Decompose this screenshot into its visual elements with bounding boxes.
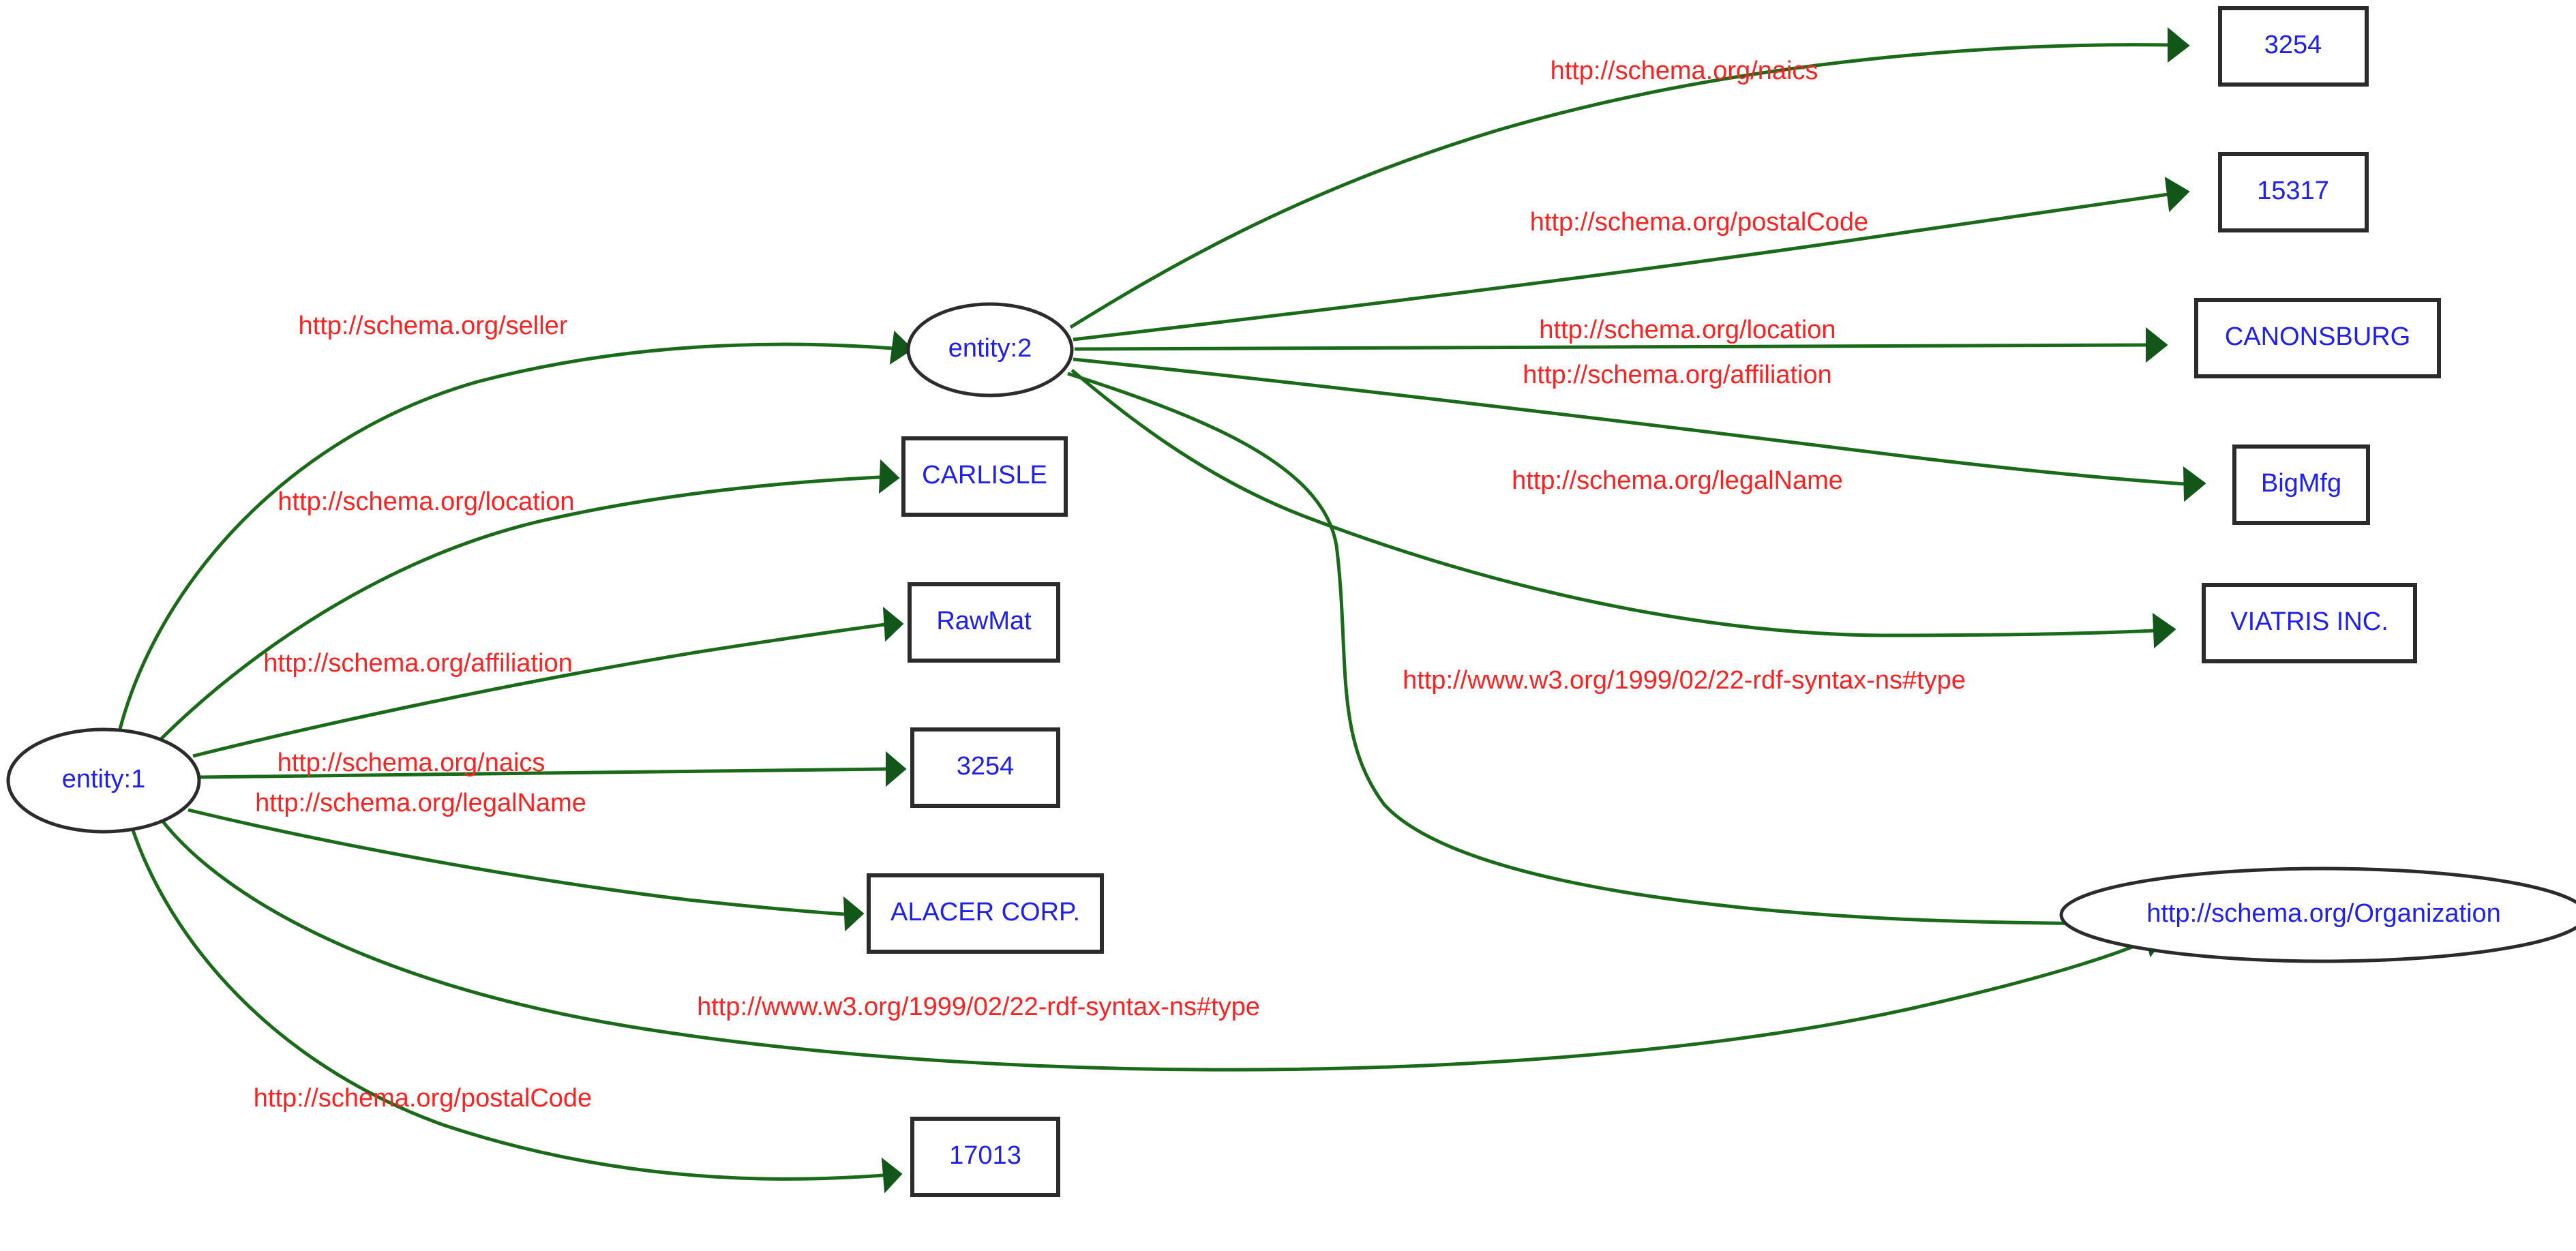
edge-label-legalname-entity1-alacer: http://schema.org/legalName <box>255 789 586 817</box>
edge-legalname-entity2-viatris[interactable] <box>1070 369 2176 649</box>
node-naics-3254-right-label: 3254 <box>2264 31 2322 59</box>
edge-rdftype-entity2-organization[interactable] <box>1067 372 2175 941</box>
node-layer: entity:1 entity:2 http://schema.org/Orga… <box>6 6 2576 1197</box>
edge-location-entity2-canonsburg[interactable] <box>1074 327 2168 363</box>
edge-postalcode-entity2-15317[interactable] <box>1073 177 2190 342</box>
edge-label-affiliation-entity1-rawmat: http://schema.org/affiliation <box>263 649 572 678</box>
edge-rdftype-entity1-organization[interactable] <box>161 819 2168 1072</box>
node-postalcode-17013-label: 17013 <box>949 1141 1021 1170</box>
edge-label-rdftype-entity1-organization: http://www.w3.org/1999/02/22-rdf-syntax-… <box>697 993 1260 1021</box>
edge-label-layer: http://schema.org/seller http://schema.o… <box>254 57 1966 1113</box>
edge-seller-entity1-entity2[interactable] <box>117 330 914 732</box>
edge-label-seller-entity1-entity2: http://schema.org/seller <box>299 312 568 340</box>
node-alacer-corp-label: ALACER CORP. <box>890 898 1080 926</box>
edge-naics-entity1-3254[interactable] <box>198 751 907 787</box>
edge-legalname-entity1-alacer[interactable] <box>188 808 865 932</box>
node-carlisle[interactable]: CARLISLE <box>901 436 1068 517</box>
edge-label-legalname-entity2-viatris: http://schema.org/legalName <box>1512 466 1843 495</box>
edge-label-postalcode-entity2-15317: http://schema.org/postalCode <box>1530 208 1868 237</box>
edge-label-affiliation-entity2-bigmfg: http://schema.org/affiliation <box>1523 361 1831 389</box>
node-viatris-inc-label: VIATRIS INC. <box>2230 607 2388 636</box>
node-entity-2[interactable]: entity:2 <box>906 302 1074 397</box>
edge-affiliation-entity2-bigmfg[interactable] <box>1073 357 2206 502</box>
node-naics-3254-right[interactable]: 3254 <box>2218 6 2369 87</box>
node-organization[interactable]: http://schema.org/Organization <box>2059 866 2576 963</box>
edge-label-naics-entity2-3254: http://schema.org/naics <box>1551 57 1818 85</box>
edge-label-naics-entity1-3254: http://schema.org/naics <box>278 749 545 777</box>
node-naics-3254-middle[interactable]: 3254 <box>910 727 1060 808</box>
node-canonsburg-label: CANONSBURG <box>2225 322 2410 351</box>
edge-location-entity1-carlisle[interactable] <box>156 459 900 744</box>
node-bigmfg[interactable]: BigMfg <box>2232 444 2370 525</box>
edge-label-location-entity2-canonsburg: http://schema.org/location <box>1539 316 1836 344</box>
node-postalcode-15317[interactable]: 15317 <box>2218 152 2369 232</box>
node-entity-1-label: entity:1 <box>62 765 146 794</box>
edge-label-rdftype-entity2-organization: http://www.w3.org/1999/02/22-rdf-syntax-… <box>1403 666 1966 695</box>
edge-affiliation-entity1-rawmat[interactable] <box>192 606 904 758</box>
node-carlisle-label: CARLISLE <box>922 461 1047 489</box>
node-naics-3254-middle-label: 3254 <box>957 752 1015 781</box>
edge-naics-entity2-3254[interactable] <box>1069 27 2190 329</box>
node-rawmat[interactable]: RawMat <box>908 582 1060 663</box>
node-canonsburg[interactable]: CANONSBURG <box>2194 298 2441 378</box>
node-bigmfg-label: BigMfg <box>2261 469 2341 498</box>
edge-label-location-entity1-carlisle: http://schema.org/location <box>278 487 574 516</box>
node-postalcode-17013[interactable]: 17013 <box>910 1117 1060 1197</box>
node-viatris-inc[interactable]: VIATRIS INC. <box>2202 583 2417 663</box>
node-alacer-corp[interactable]: ALACER CORP. <box>867 873 1104 954</box>
edge-postalcode-entity1-17013[interactable] <box>130 828 903 1194</box>
node-postalcode-15317-label: 15317 <box>2257 177 2329 205</box>
node-entity-1[interactable]: entity:1 <box>6 727 201 834</box>
node-organization-label: http://schema.org/Organization <box>2146 899 2501 928</box>
node-rawmat-label: RawMat <box>936 607 1032 635</box>
edge-label-postalcode-entity1-17013: http://schema.org/postalCode <box>254 1084 592 1113</box>
node-entity-2-label: entity:2 <box>948 334 1032 363</box>
